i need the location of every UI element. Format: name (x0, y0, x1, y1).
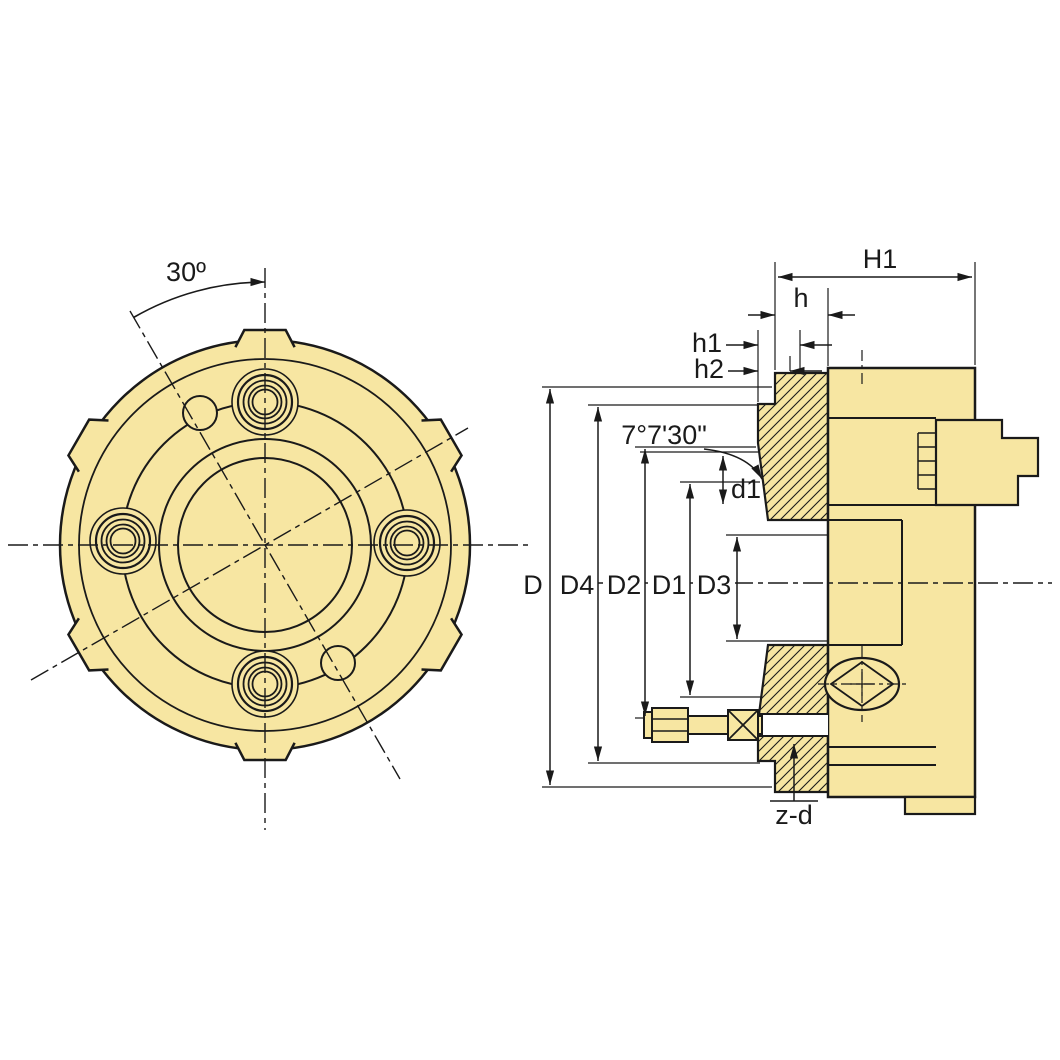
angle-arc (133, 277, 266, 319)
label-30deg: 30º (166, 257, 206, 287)
bolt-channel (759, 714, 828, 736)
label-h1: h1 (692, 328, 722, 358)
body-foot (903, 795, 977, 816)
diameter-labels: D D4 D2 D1 D3 (516, 566, 735, 600)
body-internal-lines (828, 417, 936, 766)
length-dimensions: H1 h h1 h2 (692, 244, 972, 384)
jaw-section (934, 418, 1040, 507)
label-D2: D2 (607, 570, 642, 600)
diameter-dimension-lines (545, 389, 742, 785)
label-H1: H1 (863, 244, 898, 274)
jaw-serrations (917, 432, 936, 490)
label-D1: D1 (652, 570, 687, 600)
label-h2: h2 (694, 354, 724, 384)
witness-lines (542, 262, 976, 788)
side-view: D D4 D2 D1 D3 H1 h h1 h2 (516, 244, 1052, 830)
label-z-d: z-d (775, 800, 813, 830)
label-taper-angle: 7°7'30" (621, 420, 707, 450)
label-D3: D3 (697, 570, 732, 600)
backplate-hatch-top (758, 373, 828, 520)
front-view: 30º (8, 257, 528, 830)
operating-socket (818, 646, 908, 722)
pin-hole-lower (320, 645, 356, 681)
label-D4: D4 (560, 570, 595, 600)
pin-hole-upper (182, 395, 218, 431)
label-h: h (793, 283, 808, 313)
mounting-stud (643, 707, 763, 743)
label-d1: d1 (731, 474, 761, 504)
bolt-hole-callout: z-d (770, 744, 818, 830)
front-centerlines (8, 268, 528, 830)
label-D: D (523, 570, 543, 600)
taper-annotation: 7°7'30" d1 (621, 420, 763, 504)
